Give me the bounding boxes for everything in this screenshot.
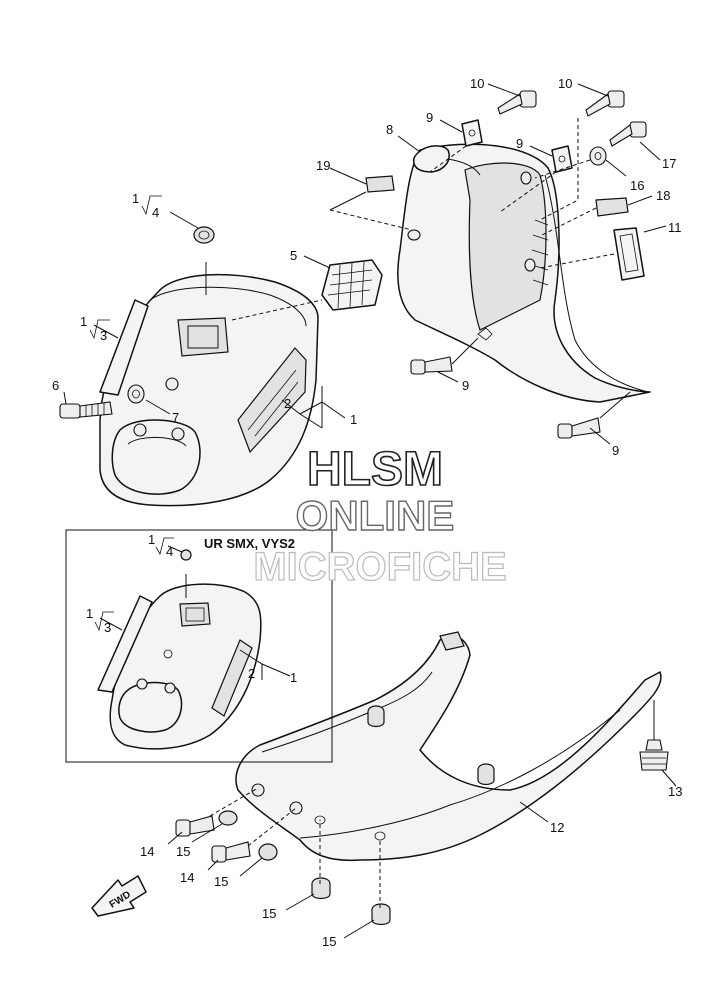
grommet-15-bottom-right <box>371 903 391 926</box>
washer-16 <box>589 146 607 166</box>
fraction-mark-3 <box>89 319 110 340</box>
label-19 <box>365 175 395 193</box>
watermark: HLSM ONLINE MICROFICHE <box>253 442 508 589</box>
callout-1-front: 1 <box>350 412 357 427</box>
callout-11: 11 <box>668 220 682 235</box>
callout-14-b: 14 <box>180 870 194 885</box>
watermark-line-2: ONLINE <box>296 492 455 539</box>
emblem-part <box>193 226 215 244</box>
inset-callout-1-4-a: 1 <box>148 532 155 547</box>
fraction-mark-4 <box>141 195 162 216</box>
callout-9-a: 9 <box>426 110 433 125</box>
callout-9-b: 9 <box>516 136 523 151</box>
callout-15-c: 15 <box>262 906 276 921</box>
screw-14-lower <box>211 841 251 863</box>
callout-14-a: 14 <box>140 844 154 859</box>
screw-17 <box>609 121 647 147</box>
front-cover-part <box>99 273 319 507</box>
callout-9-d: 9 <box>612 443 619 458</box>
inset-callout-1: 1 <box>290 670 297 685</box>
bolt-6 <box>59 401 113 419</box>
washer-7 <box>127 384 145 404</box>
callout-15-a: 15 <box>176 844 190 859</box>
grommet-15-lower <box>258 843 278 861</box>
callout-15-d: 15 <box>322 934 336 949</box>
callout-19: 19 <box>316 158 330 173</box>
callout-1-3-b: 3 <box>100 328 107 343</box>
callout-12: 12 <box>550 820 564 835</box>
inset-callout-1-4-b: 4 <box>166 544 173 559</box>
callout-9-c: 9 <box>462 378 469 393</box>
inset-fraction-mark-3 <box>94 611 114 632</box>
screw-9-lower-right <box>557 417 601 439</box>
callout-2-front: 2 <box>284 396 291 411</box>
inset-title: UR SMX, VYS2 <box>204 536 295 551</box>
inset-fraction-mark-4 <box>155 537 174 556</box>
inset-callout-1-3-a: 1 <box>86 606 93 621</box>
callout-labels: 1 2 1 3 1 4 5 6 7 8 9 9 9 9 10 10 11 12 … <box>52 76 682 949</box>
leader-lines <box>63 83 677 939</box>
leg-shield-part <box>397 143 651 403</box>
callout-6: 6 <box>52 378 59 393</box>
watermark-line-1: HLSM <box>307 443 443 496</box>
inset-callout-1-3-b: 3 <box>104 620 111 635</box>
under-cover-part <box>235 631 662 862</box>
callout-17: 17 <box>662 156 676 171</box>
clip-9-upper-left <box>461 119 483 147</box>
callout-10-a: 10 <box>470 76 484 91</box>
callout-1-3-a: 1 <box>80 314 87 329</box>
grille-part <box>321 259 383 311</box>
callout-8: 8 <box>386 122 393 137</box>
callout-1-4-b: 4 <box>152 205 159 220</box>
inset-callout-2: 2 <box>248 666 255 681</box>
callout-16: 16 <box>630 178 644 193</box>
callout-7: 7 <box>172 410 179 425</box>
callout-18: 18 <box>656 188 670 203</box>
callout-1-4-a: 1 <box>132 191 139 206</box>
screw-9-lower-left <box>410 356 453 375</box>
watermark-line-3: MICROFICHE <box>253 545 506 589</box>
screw-14-upper <box>175 815 215 837</box>
seal-11 <box>613 227 645 281</box>
variant-inset-box <box>65 529 333 763</box>
fwd-arrow-icon: FWD <box>91 875 147 917</box>
label-18 <box>595 197 629 217</box>
callout-13: 13 <box>668 784 682 799</box>
screw-13 <box>639 739 669 771</box>
callout-5: 5 <box>290 248 297 263</box>
screw-10-right <box>585 90 625 117</box>
callout-10-b: 10 <box>558 76 572 91</box>
grommet-15-upper <box>218 810 238 826</box>
screw-10-left <box>497 90 537 115</box>
callout-15-b: 15 <box>214 874 228 889</box>
clip-9-upper-right <box>551 145 573 173</box>
grommet-15-bottom-left <box>311 877 331 900</box>
